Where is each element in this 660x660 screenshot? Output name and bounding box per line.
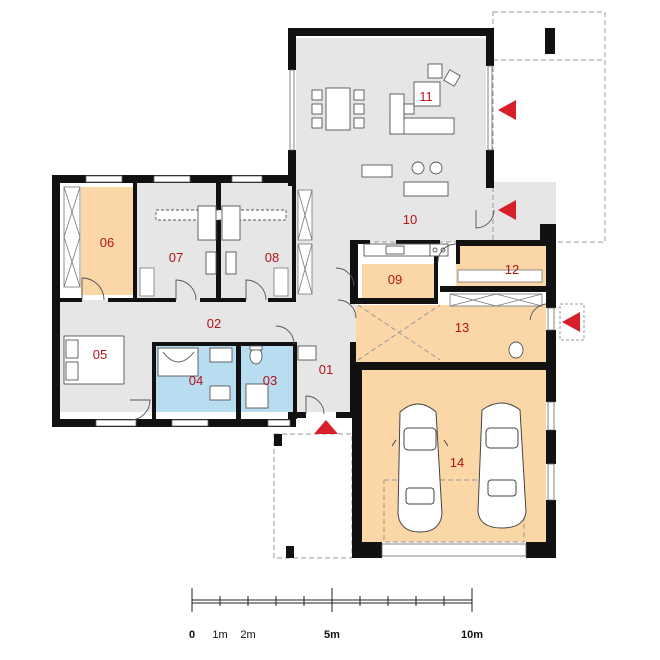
sofa-icon xyxy=(389,63,461,135)
scale-label-5m: 5m xyxy=(324,629,340,641)
doors xyxy=(81,209,547,421)
wall-east xyxy=(546,240,556,308)
scale-label-2m: 2m xyxy=(240,629,255,641)
wall-garage-left xyxy=(352,362,362,558)
entrance-arrow-side xyxy=(562,312,580,332)
entrance-arrow-front xyxy=(314,420,338,434)
wall-garage-top xyxy=(352,362,556,370)
wall-living-left-upper xyxy=(288,28,296,70)
scale-label-0: 0 xyxy=(189,629,195,641)
room-label-11: 11 xyxy=(419,89,433,104)
floor-room-09 xyxy=(362,264,434,298)
scale-label-10m: 10m xyxy=(461,629,483,641)
scale-bar: 0 1m 2m 5m 10m xyxy=(189,588,483,641)
room-label-03: 03 xyxy=(263,373,277,388)
room-label-09: 09 xyxy=(388,272,402,287)
wall-garage-right xyxy=(546,362,556,402)
windows xyxy=(85,65,555,557)
entrance-arrow-terrace xyxy=(498,200,516,220)
room-label-04: 04 xyxy=(189,373,203,388)
wardrobes xyxy=(63,186,543,307)
room-label-10: 10 xyxy=(403,212,417,227)
room-label-07: 07 xyxy=(169,250,183,265)
bathtub-icon xyxy=(157,347,199,377)
wall-west xyxy=(52,175,60,427)
room-label-06: 06 xyxy=(100,235,114,250)
room-label-14: 14 xyxy=(450,455,464,470)
car-right xyxy=(477,402,527,529)
room-label-01: 01 xyxy=(319,362,333,377)
room-labels: 01 02 03 04 05 06 07 08 09 10 11 12 13 1… xyxy=(93,89,519,470)
room-label-02: 02 xyxy=(207,316,221,331)
stove-icon xyxy=(429,243,449,257)
car-left xyxy=(391,403,449,533)
scale-label-1m: 1m xyxy=(212,629,227,641)
terrace-right xyxy=(492,11,606,243)
room-label-12: 12 xyxy=(505,262,519,277)
dining-table-icon xyxy=(311,87,365,131)
wall-living-top xyxy=(288,28,490,36)
floor-room-06 xyxy=(81,187,133,295)
terrace-front xyxy=(273,433,353,559)
room-label-05: 05 xyxy=(93,347,107,362)
room-label-08: 08 xyxy=(265,250,279,265)
sink-icon xyxy=(385,245,405,255)
car-icon xyxy=(391,402,527,533)
entrance-arrow-living xyxy=(498,100,516,120)
entrance-arrow-icon xyxy=(314,100,585,434)
toilet-icon xyxy=(249,345,263,365)
room-label-13: 13 xyxy=(455,320,469,335)
